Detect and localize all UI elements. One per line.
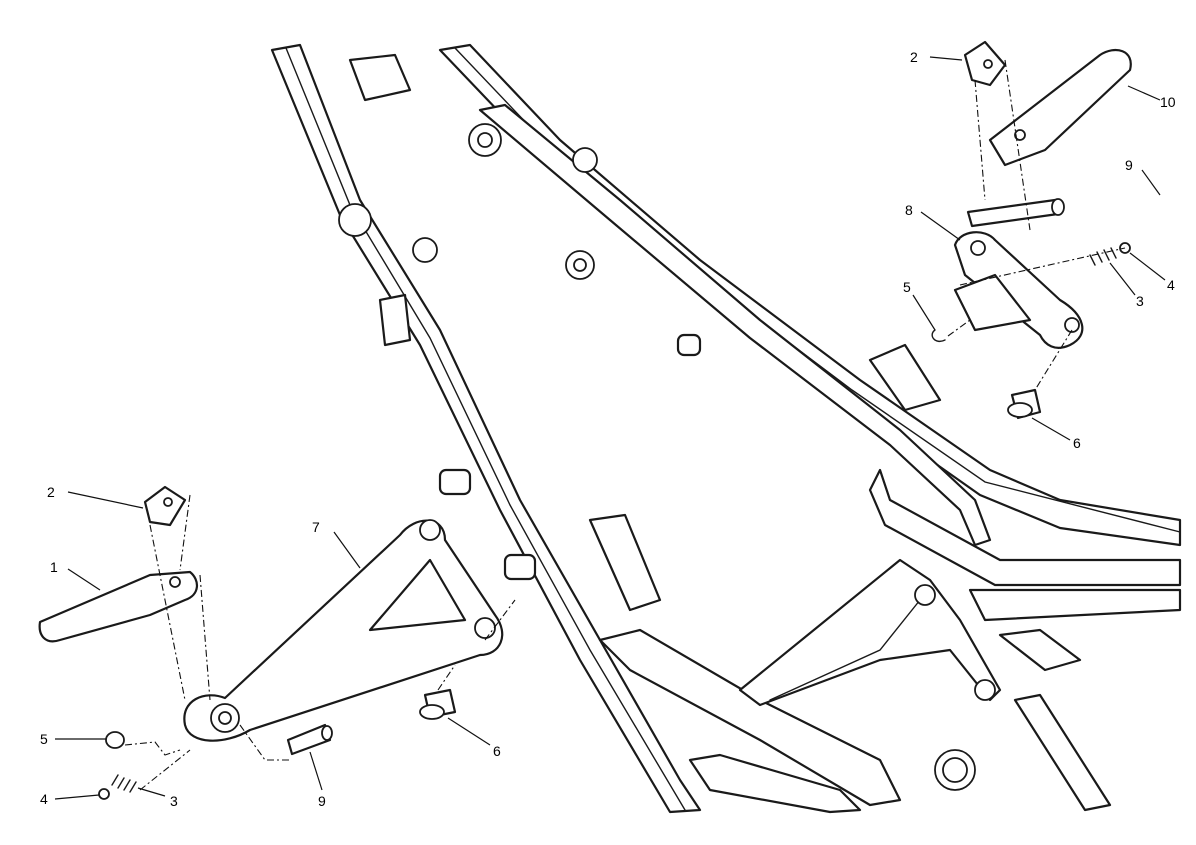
callout-label: 9: [1125, 157, 1133, 173]
callout-label: 2: [47, 484, 55, 500]
left-footpeg-assembly: [38, 485, 516, 800]
right-pivot-pin: [966, 198, 1060, 228]
motorcycle-frame: [270, 43, 1182, 814]
callout-label: 7: [312, 519, 320, 535]
right-footpeg-assembly: [931, 40, 1132, 420]
callout-label: 6: [493, 743, 501, 759]
callout-label: 4: [40, 791, 48, 807]
callout-labels: 2 1 7 5 4 3 9 6 2 10 9 8 5 4 3 6: [40, 49, 1176, 809]
callout-label: 2: [910, 49, 918, 65]
left-stop-plate: [143, 485, 187, 527]
callout-label: 3: [1136, 293, 1144, 309]
right-footpeg: [988, 48, 1132, 167]
left-footpeg: [38, 570, 198, 643]
callout-label: 4: [1167, 277, 1175, 293]
callout-label: 1: [50, 559, 58, 575]
callout-label: 5: [40, 731, 48, 747]
right-footpeg-bracket: [953, 231, 1084, 349]
callout-label: 6: [1073, 435, 1081, 451]
callout-label: 10: [1160, 94, 1176, 110]
left-pivot-pin: [286, 723, 332, 756]
callout-leaders: [54, 56, 1166, 800]
callout-label: 8: [905, 202, 913, 218]
callout-label: 5: [903, 279, 911, 295]
callout-label: 9: [318, 793, 326, 809]
callout-label: 3: [170, 793, 178, 809]
